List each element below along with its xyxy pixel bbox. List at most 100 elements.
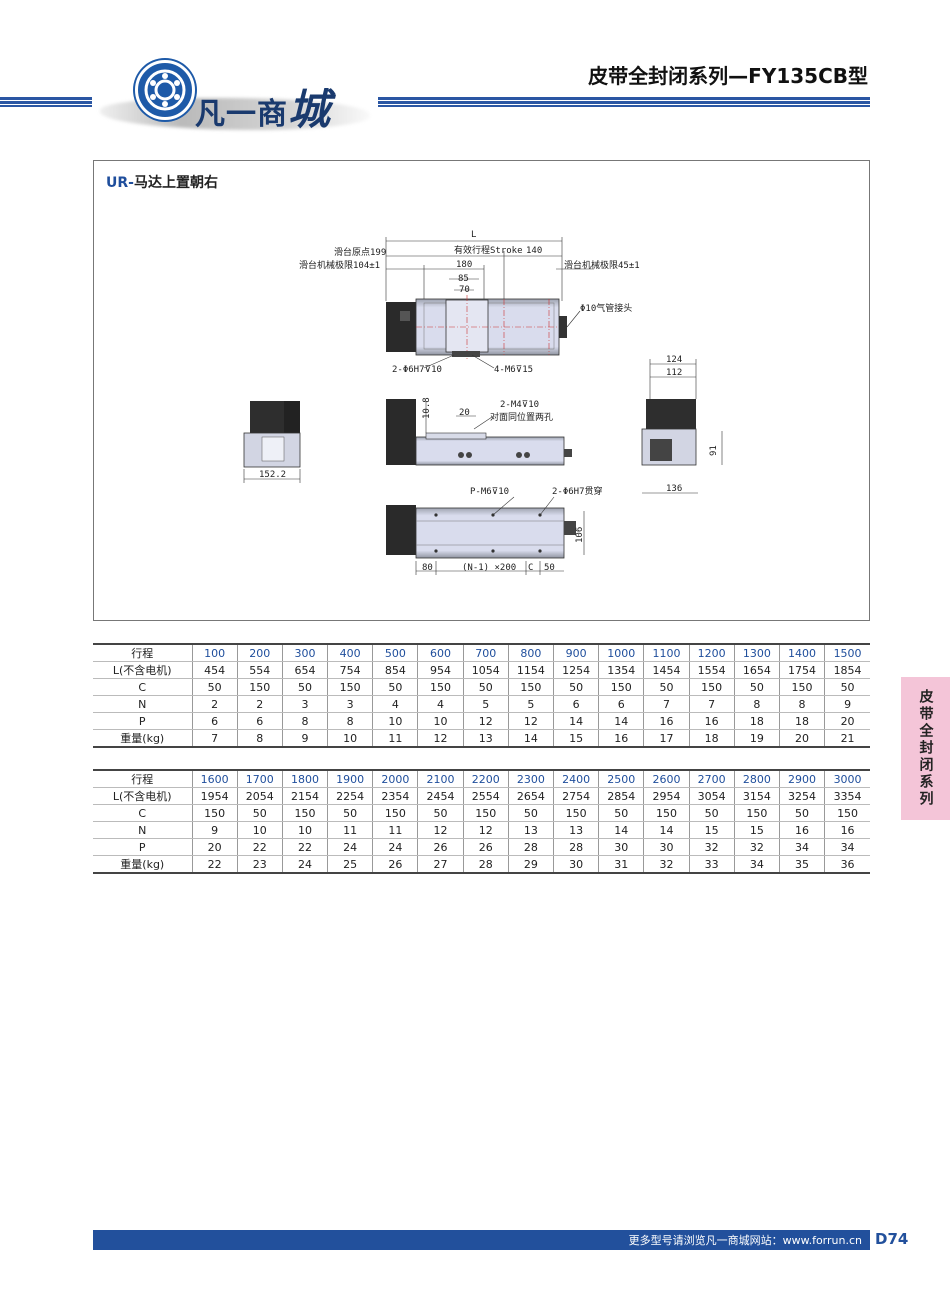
table-cell: 16 [824, 821, 870, 839]
table-cell: 21 [824, 729, 870, 748]
table-cell: 2754 [552, 787, 599, 805]
dim-air-fitting: Φ10气管接头 [580, 302, 632, 314]
table-cell: 16 [778, 821, 825, 839]
table-cell: 2800 [733, 769, 780, 788]
series-side-tab: 皮带全封闭系列 [901, 677, 950, 820]
dim-pin-through: 2-Φ6H7贯穿 [552, 485, 603, 497]
table-cell: 3354 [824, 787, 870, 805]
table-cell: 1654 [733, 661, 780, 679]
dim-124: 124 [666, 355, 682, 365]
table-cell: 554 [236, 661, 283, 679]
dim-91: 91 [709, 445, 719, 456]
table-cell: 12 [507, 712, 554, 730]
table-cell: 1154 [507, 661, 554, 679]
table-cell: 7 [191, 729, 238, 748]
table-cell: 50 [372, 678, 418, 696]
table-cell: 8 [236, 729, 283, 748]
dim-50: 50 [544, 563, 555, 573]
dim-70: 70 [459, 285, 470, 295]
table-cell: 6 [598, 695, 644, 713]
table-cell: 26 [417, 838, 464, 856]
table-cell: 13 [507, 821, 554, 839]
table-cell: 10 [281, 821, 328, 839]
table-cell: 50 [462, 678, 509, 696]
table-cell: 1300 [733, 643, 780, 662]
front-view-carriage [425, 432, 487, 440]
table-cell: 2100 [417, 769, 464, 788]
table-cell: 2900 [778, 769, 825, 788]
bottom-view-motor [386, 505, 416, 555]
table-cell: 150 [552, 804, 599, 822]
table-cell: 2000 [372, 769, 418, 788]
table-cell: 12 [417, 729, 464, 748]
table-cell: 18 [688, 729, 735, 748]
table-cell: 14 [552, 712, 599, 730]
table-cell: 500 [372, 643, 418, 662]
table-cell: 2054 [236, 787, 283, 805]
table-cell: 1600 [191, 769, 238, 788]
row-label: 行程 [93, 769, 192, 788]
table-cell: 11 [372, 729, 418, 748]
table-cell: 24 [281, 855, 328, 874]
table-cell: 30 [598, 838, 644, 856]
table-cell: 2254 [327, 787, 373, 805]
motor-detail [400, 311, 410, 321]
table-cell: 150 [824, 804, 870, 822]
dim-112: 112 [666, 368, 682, 378]
dim-136: 136 [666, 484, 682, 494]
table-cell: 854 [372, 661, 418, 679]
table-cell: 16 [598, 729, 644, 748]
table-cell: 6 [236, 712, 283, 730]
table-cell: 2300 [507, 769, 554, 788]
bearing-logo-icon [135, 60, 195, 120]
table-cell: 3000 [824, 769, 870, 788]
row-label: L(不含电机) [93, 787, 192, 805]
footer-website-text: 更多型号请浏览凡一商城网站：www.forrun.cn [628, 1234, 862, 1247]
table-cell: 34 [824, 838, 870, 856]
table-cell: 12 [462, 821, 509, 839]
dim-c: C [528, 563, 533, 573]
table-cell: 25 [327, 855, 373, 874]
top-view-motor [386, 302, 416, 352]
table-cell: 14 [598, 821, 644, 839]
table-cell: 2200 [462, 769, 509, 788]
left-end-motor [250, 401, 288, 433]
table-cell: 400 [327, 643, 373, 662]
table-cell: 50 [824, 678, 870, 696]
table-cell: 600 [417, 643, 464, 662]
table-cell: 16 [688, 712, 735, 730]
table-cell: 15 [688, 821, 735, 839]
dim-20: 20 [459, 408, 470, 418]
dim-106: 106 [575, 527, 585, 543]
table-cell: 26 [372, 855, 418, 874]
table-cell: 2 [191, 695, 238, 713]
logo-wordmark: 凡一商城 [195, 85, 332, 134]
table-cell: 150 [507, 678, 554, 696]
row-label: 重量(kg) [93, 855, 192, 874]
bottom-view-fitting-icon [564, 521, 576, 535]
table-cell: 10 [417, 712, 464, 730]
table-cell: 13 [462, 729, 509, 748]
table-cell: 654 [281, 661, 328, 679]
table-cell: 50 [643, 678, 690, 696]
table-cell: 150 [462, 804, 509, 822]
table-cell: 1854 [824, 661, 870, 679]
row-label: L(不含电机) [93, 661, 192, 679]
table-cell: 10 [236, 821, 283, 839]
table-cell: 33 [688, 855, 735, 874]
table-cell: 4 [372, 695, 418, 713]
table-cell: 11 [372, 821, 418, 839]
table-cell: 3154 [733, 787, 780, 805]
table-cell: 26 [462, 838, 509, 856]
table-cell: 1400 [778, 643, 825, 662]
table-cell: 3 [281, 695, 328, 713]
table-cell: 27 [417, 855, 464, 874]
table-cell: 34 [733, 855, 780, 874]
dim-mech-limit-right: 滑台机械极限45±1 [564, 259, 640, 271]
table-cell: 12 [462, 712, 509, 730]
table-cell: 1054 [462, 661, 509, 679]
